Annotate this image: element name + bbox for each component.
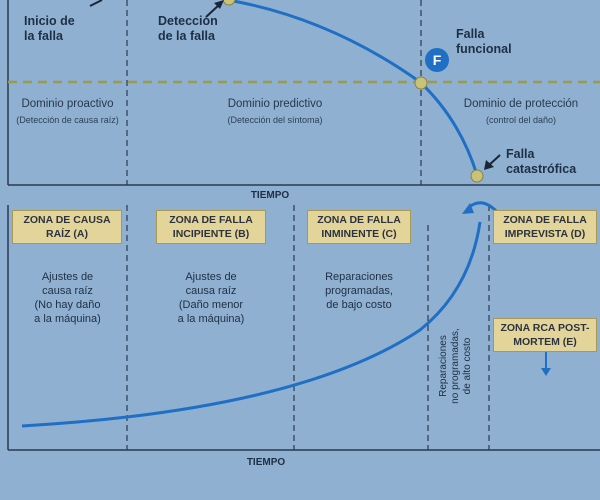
arrow-inicio-line [89, 0, 103, 7]
zone-c-box: ZONA DE FALLA INMINENTE (C) [307, 210, 411, 244]
point-functional-failure [414, 76, 428, 90]
zone-b-box: ZONA DE FALLA INCIPIENTE (B) [156, 210, 266, 244]
zone-a-description: Ajustes de causa raíz (No hay daño a la … [34, 271, 101, 325]
zone-a-box: ZONA DE CAUSA RAÍZ (A) [12, 210, 122, 244]
zone-b-description: Ajustes de causa raíz (Daño menor a la m… [177, 271, 245, 325]
zone-e-box: ZONA RCA POST- MORTEM (E) [493, 318, 597, 352]
f-badge-icon [425, 48, 449, 72]
domain-predictive-subtitle: (Detección del síntoma) [227, 115, 323, 125]
arrow-rca-head [541, 368, 551, 376]
top-axis-label: TIEMPO [250, 190, 290, 201]
label-inicio-falla: Inicio de la falla [24, 14, 75, 43]
domain-proactive-title: Dominio proactivo [21, 98, 114, 110]
zone-c-description: Reparaciones programadas, de bajo costo [325, 271, 393, 311]
label-falla-catastrofica: Falla catastrófica [506, 147, 577, 176]
point-catastrophic-failure [470, 169, 484, 183]
f-badge-letter: F [433, 52, 442, 68]
arrow-catastrophic-head [484, 160, 494, 170]
domain-protection-subtitle: (control del daño) [485, 115, 557, 125]
domain-proactive-subtitle: (Detección de causa raíz) [16, 115, 119, 125]
arrow-detection-head [214, 0, 224, 9]
point-detection [222, 0, 236, 6]
domain-protection-title: Dominio de protección [463, 98, 579, 110]
zone-d-box: ZONA DE FALLA IMPREVISTA (D) [493, 210, 597, 244]
label-falla-funcional: Falla funcional [456, 27, 512, 56]
domain-predictive-title: Dominio predictivo [227, 98, 323, 110]
pf-curve [227, 0, 479, 176]
cost-curve [21, 221, 482, 428]
bottom-axis-label: TIEMPO [246, 457, 286, 468]
arrow-zone-d-head [462, 203, 474, 214]
label-deteccion-falla: Detección de la falla [158, 14, 218, 43]
vertical-note-high-cost: Reparaciones no programadas, de alto cos… [438, 328, 473, 404]
